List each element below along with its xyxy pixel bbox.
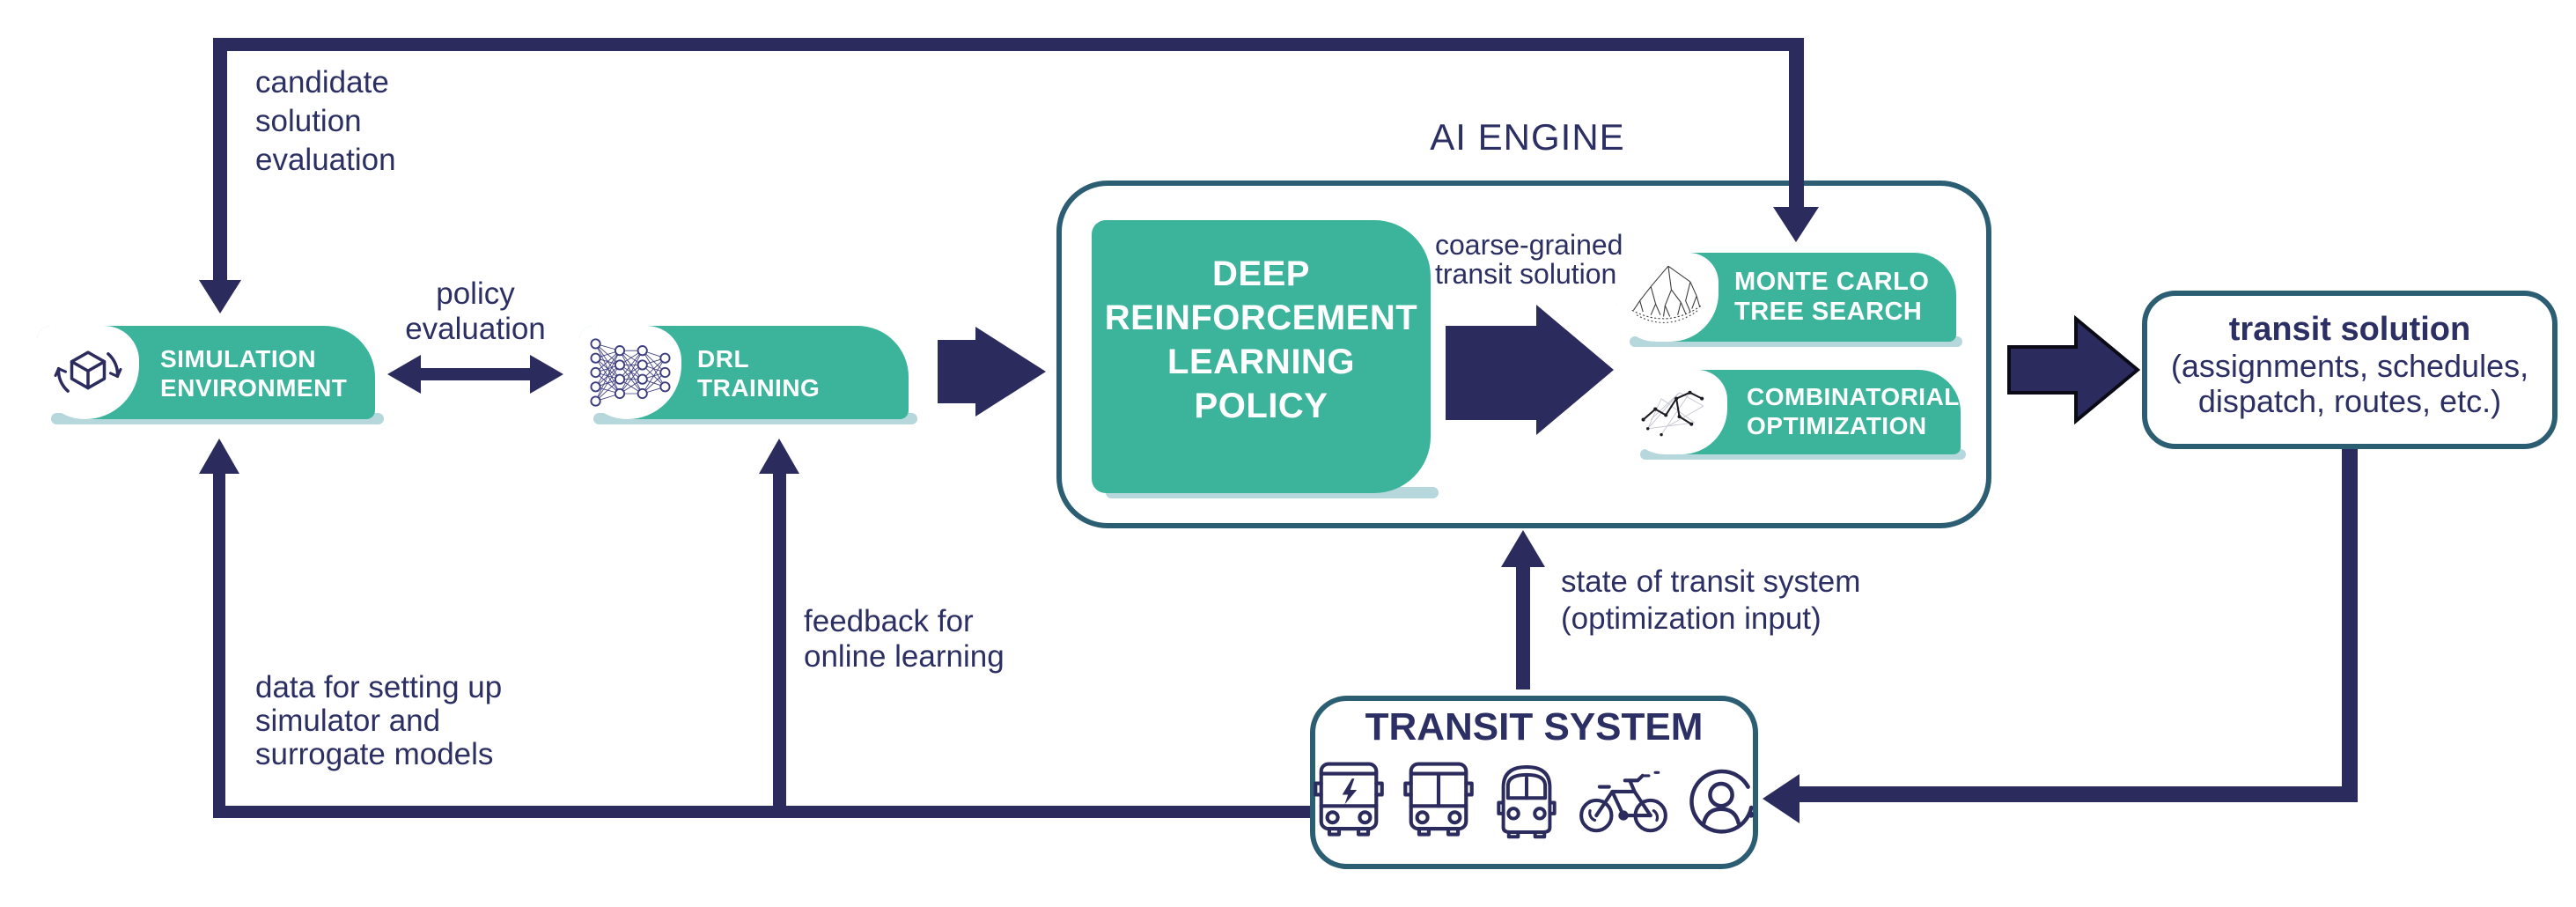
note-line: data for setting up (255, 670, 503, 704)
note-line: policy (436, 277, 515, 311)
note-line: online learning (804, 639, 1005, 674)
solution-return-horizontal-line (1800, 786, 2358, 802)
graph-optimization-icon (1641, 390, 1704, 437)
note-line: dispatch, routes, etc.) (2197, 383, 2502, 419)
note-line: surrogate models (255, 737, 494, 771)
box-label: MONTE CARLO TREE SEARCH (1734, 267, 1929, 327)
policy-arrow-shaft (417, 368, 534, 380)
note-line: (optimization input) (1561, 601, 1822, 636)
box-label-line: TRAINING (697, 374, 821, 402)
note-line: feedback for (804, 604, 974, 638)
transit-solution-detail: (assignments, schedules, dispatch, route… (2147, 349, 2552, 419)
deep-rl-policy-box: DEEP REINFORCEMENT LEARNING POLICY (1092, 220, 1439, 498)
simulation-environment-box: SIMULATION ENVIRONMENT (37, 326, 384, 424)
box-label: SIMULATION ENVIRONMENT (160, 344, 347, 402)
drl-training-box: DRL TRAINING (579, 326, 917, 424)
ai-to-solution-arrow (2007, 314, 2141, 425)
box-label: DRL TRAINING (697, 344, 820, 402)
electric-bus-icon (1313, 762, 1384, 837)
policy-arrowhead-left (387, 355, 421, 394)
box-label-line: TREE SEARCH (1734, 298, 1923, 326)
feedback-note: feedback for online learning (804, 604, 1005, 675)
drl-to-ai-arrowhead (975, 327, 1046, 417)
note-line: solution (255, 104, 362, 138)
icon-panel (1626, 370, 1727, 454)
arrowhead-up-to-simulation (199, 439, 239, 474)
box-label-line: REINFORCEMENT (1104, 299, 1418, 337)
note-line: evaluation (255, 143, 396, 177)
solution-return-vertical-line (2342, 449, 2358, 801)
box-label-line: DRL (697, 345, 750, 372)
arrowhead-up-to-ai-engine (1501, 530, 1545, 567)
bus-icon (1402, 762, 1474, 837)
arrowhead-up-to-drl (759, 439, 799, 474)
policy-to-search-arrow-shaft (1446, 326, 1537, 420)
policy-to-search-arrowhead (1536, 305, 1614, 435)
policy-arrowhead-right (530, 355, 563, 394)
note-line: simulator and (255, 704, 441, 738)
box-label-line: DEEP (1212, 254, 1310, 293)
driver-icon (1689, 769, 1754, 834)
bicycle-icon (1579, 771, 1667, 833)
policy-evaluation-note: policy evaluation (387, 277, 563, 347)
transit-system-title: TRANSIT SYSTEM (1365, 705, 1704, 748)
note-line: evaluation (405, 312, 546, 346)
data-up-arrow-shaft (213, 474, 225, 818)
note-line: candidate (255, 65, 389, 100)
neural-network-icon (590, 338, 671, 407)
candidate-solution-note: candidate solution evaluation (255, 63, 396, 180)
note-line: (assignments, schedules, (2170, 348, 2529, 384)
note-line: coarse-grained (1435, 229, 1623, 261)
arrowhead-down-to-simulation (199, 280, 241, 313)
top-loop-right-vertical-line (1789, 38, 1804, 207)
transit-system-icons (1313, 756, 1754, 844)
drl-to-ai-arrow-shaft (938, 340, 976, 403)
box-label-line: OPTIMIZATION (1747, 412, 1927, 439)
box-label-line: POLICY (1194, 387, 1328, 425)
icon-panel (37, 326, 139, 419)
top-loop-left-vertical-line (213, 38, 227, 280)
top-loop-horizontal-line (213, 38, 1803, 51)
coarse-grained-note: coarse-grained transit solution (1435, 231, 1623, 289)
feedback-up-arrow-shaft (773, 474, 786, 818)
icon-panel (579, 326, 681, 419)
transit-solution-title: transit solution (2228, 311, 2471, 348)
combinatorial-optimization-box: COMBINATORIAL OPTIMIZATION (1626, 370, 1966, 460)
icon-panel (1616, 253, 1719, 342)
monte-carlo-tree-search-box: MONTE CARLO TREE SEARCH (1616, 253, 1962, 347)
box-label-line: MONTE CARLO (1734, 268, 1930, 296)
note-line: state of transit system (1561, 564, 1861, 599)
tree-search-icon (1630, 265, 1702, 323)
box-label-line: ENVIRONMENT (160, 374, 348, 402)
cube-rotate-icon (54, 350, 122, 393)
box-label-line: LEARNING (1167, 343, 1355, 381)
bottom-data-line (213, 806, 1310, 818)
state-note: state of transit system (optimization in… (1561, 564, 1860, 638)
arrowhead-left-to-transit-system (1763, 774, 1800, 823)
note-line: transit solution (1435, 258, 1617, 290)
box-label: DEEP REINFORCEMENT LEARNING POLICY (1092, 252, 1431, 428)
arrowhead-down-to-mcts (1773, 207, 1819, 242)
minibus-icon (1496, 765, 1557, 839)
ai-engine-title: AI ENGINE (1430, 116, 1625, 158)
transit-solution-box: transit solution (assignments, schedules… (2142, 291, 2558, 449)
box-label: COMBINATORIAL OPTIMIZATION (1747, 382, 1960, 440)
box-body (1092, 220, 1431, 493)
state-up-arrow-shaft (1516, 566, 1530, 689)
transit-system-box: TRANSIT SYSTEM (1310, 696, 1758, 869)
data-setup-note: data for setting up simulator and surrog… (255, 671, 502, 771)
box-label-line: SIMULATION (160, 345, 317, 372)
box-label-line: COMBINATORIAL (1747, 383, 1960, 410)
